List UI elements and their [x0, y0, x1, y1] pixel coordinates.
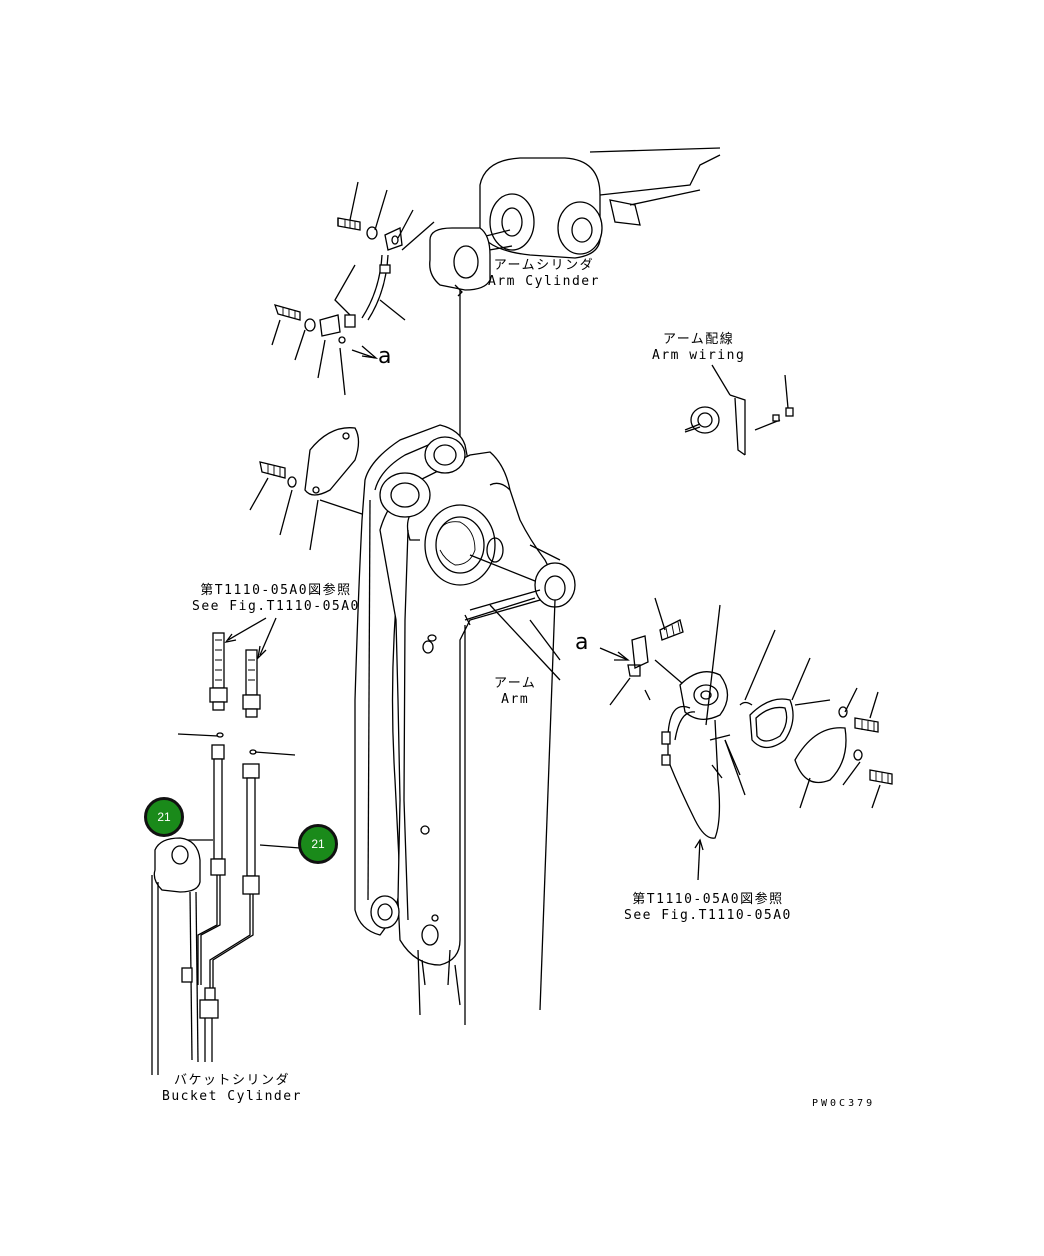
arm-wiring-label: アーム配線 Arm wiring — [652, 332, 745, 364]
arm-wiring-label-jp: アーム配線 — [662, 332, 735, 347]
bucket-cylinder-piping — [151, 617, 301, 1075]
top-left-fittings — [271, 181, 435, 396]
drawing-code: PW0C379 — [812, 1098, 876, 1109]
cover-plate-top — [249, 427, 381, 551]
part-badge-21-left[interactable]: 21 — [144, 797, 184, 837]
arm-wiring-label-en: Arm wiring — [652, 348, 746, 363]
bucket-cylinder-label-jp: バケットシリンダ — [173, 1073, 290, 1088]
arm-label-jp: アーム — [494, 676, 537, 691]
right-cover-assembly — [599, 597, 893, 881]
see-fig-left-label-en: See Fig.T1110-05A0 — [192, 599, 360, 614]
arm-wiring-part — [684, 364, 794, 456]
callout-a-top: a — [378, 344, 392, 369]
bucket-cylinder-label-en: Bucket Cylinder — [162, 1089, 302, 1104]
see-fig-left-label-jp: 第T1110-05A0図参照 — [200, 583, 352, 598]
arm-cylinder-label: アームシリンダ Arm Cylinder — [488, 258, 600, 290]
bucket-cylinder-label: バケットシリンダ Bucket Cylinder — [162, 1073, 302, 1105]
see-fig-right-label-jp: 第T1110-05A0図参照 — [632, 892, 784, 907]
arm-label-en: Arm — [501, 692, 530, 707]
arm-label: アーム Arm — [494, 676, 536, 708]
see-fig-left-label: 第T1110-05A0図参照 See Fig.T1110-05A0 — [192, 583, 360, 615]
see-fig-right-label: 第T1110-05A0図参照 See Fig.T1110-05A0 — [624, 892, 792, 924]
callout-a-right: a — [575, 630, 589, 655]
arm-cylinder — [429, 147, 721, 297]
part-badge-21-right[interactable]: 21 — [298, 824, 338, 864]
arm-cylinder-label-jp: アームシリンダ — [493, 258, 595, 273]
arm-body — [354, 290, 576, 1025]
see-fig-right-label-en: See Fig.T1110-05A0 — [624, 908, 792, 923]
arm-cylinder-label-en: Arm Cylinder — [488, 274, 600, 289]
